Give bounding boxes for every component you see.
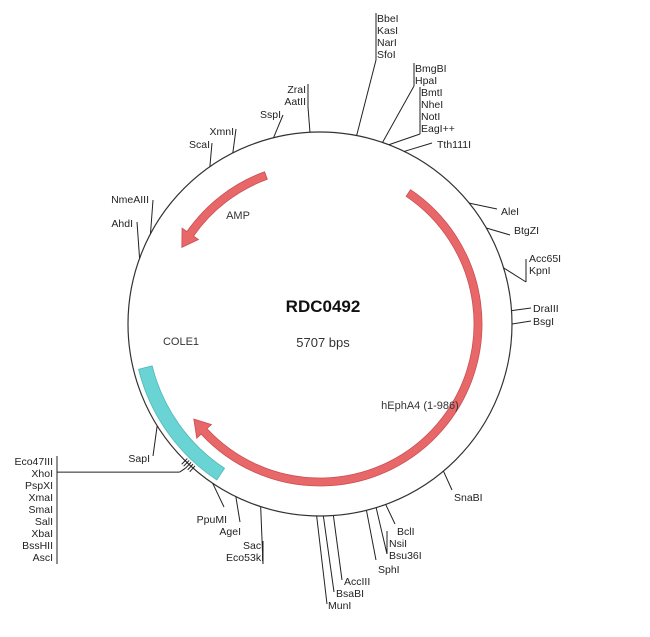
restriction-site-label[interactable]: Tth111I — [437, 139, 471, 151]
restriction-site-leader — [332, 515, 343, 581]
restriction-site-leader — [385, 504, 396, 525]
restriction-site-leader — [382, 85, 415, 143]
restriction-site-leader — [209, 142, 213, 167]
restriction-site-label[interactable]: XbaI — [31, 528, 53, 540]
restriction-site-leader — [273, 114, 284, 138]
restriction-site-leader — [149, 199, 154, 234]
restriction-site-label[interactable]: AgeI — [219, 526, 241, 538]
restriction-site-label[interactable]: HpaI — [415, 75, 437, 87]
restriction-site-leader — [316, 515, 328, 605]
restriction-site-leader — [503, 267, 527, 283]
restriction-site-leader — [179, 467, 186, 473]
restriction-site-label[interactable]: AleI — [501, 206, 519, 218]
restriction-site-leader — [511, 320, 532, 325]
restriction-site-leader — [235, 496, 241, 523]
restriction-site-tick — [189, 465, 196, 473]
feature-amp-label: AMP — [226, 210, 250, 222]
restriction-site-leader — [152, 425, 158, 457]
feature-cole1-label: COLE1 — [163, 336, 199, 348]
restriction-site-label[interactable]: SalI — [35, 516, 53, 528]
restriction-site-label[interactable]: SmaI — [28, 504, 53, 516]
restriction-site-leader — [442, 470, 453, 491]
restriction-site-leader — [511, 307, 532, 312]
plasmid-name: RDC0492 — [286, 297, 361, 316]
restriction-site-label[interactable]: Bsu36I — [389, 550, 422, 562]
restriction-site-label[interactable]: SacI — [243, 540, 264, 552]
restriction-site-label[interactable]: XhoI — [31, 468, 53, 480]
restriction-site-label[interactable]: AccIII — [344, 576, 370, 588]
restriction-site-tick — [181, 458, 188, 465]
restriction-site-label[interactable]: BbeI — [377, 13, 399, 25]
feature-amp-arrow[interactable] — [181, 171, 268, 249]
restriction-site-label[interactable]: Eco47III — [14, 456, 53, 468]
restriction-site-label[interactable]: NheI — [421, 99, 443, 111]
restriction-site-tick — [185, 461, 192, 469]
feature-cole1-origin[interactable] — [138, 365, 226, 481]
restriction-site-leader — [136, 221, 141, 259]
restriction-site-leader — [404, 142, 433, 152]
restriction-site-label[interactable]: ScaI — [189, 139, 210, 151]
restriction-site-label[interactable]: BsaBI — [336, 588, 364, 600]
restriction-site-label[interactable]: Acc65I — [529, 253, 561, 265]
plasmid-size: 5707 bps — [296, 335, 350, 350]
restriction-site-label[interactable]: SfoI — [377, 49, 396, 61]
restriction-site-label[interactable]: BtgZI — [514, 225, 539, 237]
feature-hepha4-arrow[interactable] — [193, 189, 483, 487]
restriction-site-label[interactable]: BmtI — [421, 87, 443, 99]
restriction-site-label[interactable]: PspXI — [25, 480, 53, 492]
restriction-site-label[interactable]: NsiI — [389, 538, 407, 550]
restriction-site-leader — [322, 515, 335, 593]
restriction-site-label[interactable]: AscI — [33, 552, 53, 564]
restriction-site-label[interactable]: KasI — [377, 25, 398, 37]
restriction-site-label[interactable]: AatII — [284, 96, 306, 108]
restriction-site-leader — [212, 482, 225, 508]
feature-layer — [138, 171, 483, 487]
restriction-site-label[interactable]: NotI — [421, 111, 440, 123]
restriction-site-leader — [375, 507, 388, 555]
restriction-site-tick — [187, 463, 194, 471]
restriction-site-label[interactable]: XmnI — [209, 126, 234, 138]
restriction-site-label[interactable]: ZraI — [287, 84, 306, 96]
restriction-site-leader — [486, 227, 511, 236]
restriction-site-leader — [307, 106, 311, 133]
restriction-site-label[interactable]: MunI — [328, 600, 351, 612]
restriction-site-label[interactable]: Eco53kI — [226, 552, 264, 564]
restriction-site-label[interactable]: BmgBI — [415, 63, 447, 75]
restriction-site-label[interactable]: BsgI — [533, 316, 554, 328]
restriction-site-leader — [469, 202, 498, 210]
plasmid-backbone-circle — [127, 131, 513, 517]
restriction-site-label[interactable]: KpnI — [529, 265, 551, 277]
restriction-site-label[interactable]: SapI — [128, 453, 150, 465]
restriction-site-label[interactable]: SnaBI — [454, 492, 483, 504]
restriction-site-leader — [232, 128, 237, 153]
restriction-site-label[interactable]: BssHII — [22, 540, 53, 552]
restriction-site-leader — [365, 510, 377, 561]
restriction-site-tick — [183, 460, 190, 467]
restriction-site-label[interactable]: SspI — [260, 109, 281, 121]
feature-hepha4-label: hEphA4 (1-986) — [381, 400, 459, 412]
restriction-site-label[interactable]: PpuMI — [197, 514, 227, 526]
restriction-site-leader — [388, 133, 421, 146]
restriction-site-label[interactable]: BclI — [397, 526, 415, 538]
restriction-site-label[interactable]: NarI — [377, 37, 397, 49]
restriction-site-leader — [356, 59, 377, 136]
restriction-site-label[interactable]: SphI — [378, 564, 400, 576]
restriction-site-label[interactable]: AhdI — [111, 218, 133, 230]
restriction-site-label[interactable]: DraIII — [533, 303, 559, 315]
restriction-site-label[interactable]: XmaI — [28, 492, 53, 504]
restriction-site-label[interactable]: EagI++ — [421, 123, 455, 135]
restriction-site-label[interactable]: NmeAIII — [111, 194, 149, 206]
